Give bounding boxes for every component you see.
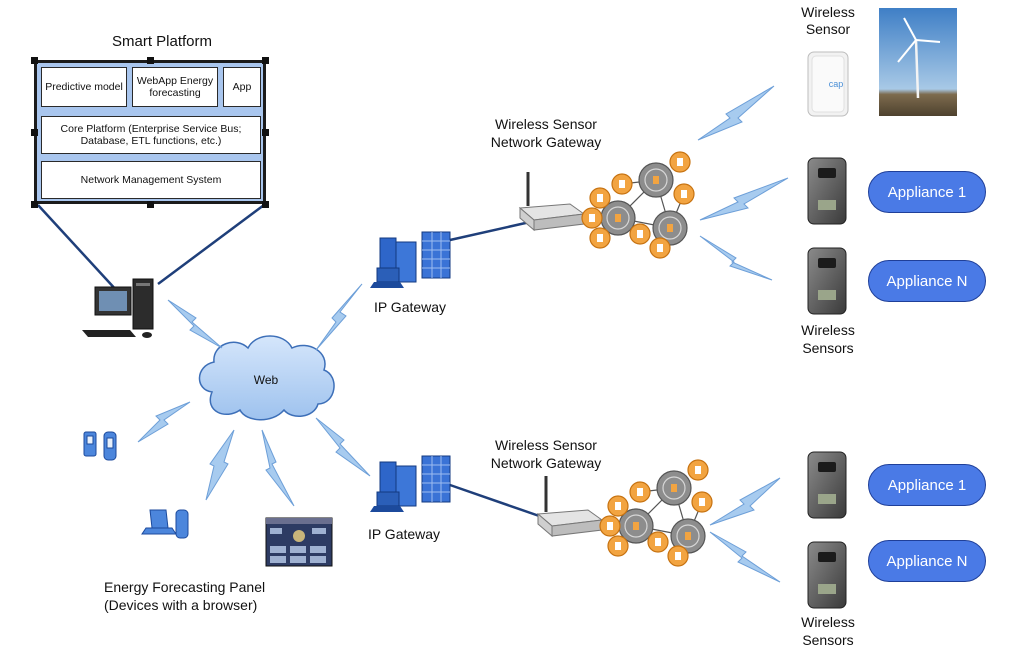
- mobile-phones-icon: [83, 431, 117, 461]
- bolt-cloud-panel: [261, 429, 295, 507]
- appliance-n-bottom: Appliance N: [868, 540, 986, 582]
- smart-plug-bottom-1: [807, 451, 847, 519]
- ip-gateway-top-icon: [370, 231, 451, 288]
- bolt-bottom-appN: [709, 531, 781, 583]
- smart-platform-box: Predictive model WebApp Energy forecasti…: [34, 60, 266, 204]
- appliance-1-top: Appliance 1: [868, 171, 986, 213]
- energy-panel-label-1: Energy Forecasting Panel: [104, 579, 266, 595]
- bolt-top-app1: [699, 177, 789, 221]
- wsn-gateway-bottom-label-2: Network Gateway: [490, 455, 602, 471]
- smart-plug-bottom-n: [807, 541, 847, 609]
- sensor-mesh-top: [581, 151, 695, 259]
- bolt-cloud-laptop: [205, 429, 235, 501]
- selection-handle: [147, 201, 154, 208]
- app-box: App: [223, 67, 261, 107]
- wireless-sensor-label-1: Wireless: [801, 4, 855, 20]
- web-cloud: [198, 335, 335, 421]
- bolt-top-windsensor: [697, 85, 775, 141]
- wireless-links: [137, 85, 789, 583]
- network-management-box: Network Management System: [41, 161, 261, 199]
- smart-plug-icons: [807, 157, 847, 609]
- sensor-mesh-bottom: [599, 459, 713, 567]
- wsn-router-top-icon: [518, 172, 586, 232]
- core-platform-box: Core Platform (Enterprise Service Bus; D…: [41, 116, 261, 154]
- selection-handle: [262, 201, 269, 208]
- appliance-n-top: Appliance N: [868, 260, 986, 302]
- wsn-gateway-top-label-2: Network Gateway: [490, 134, 602, 150]
- smart-plug-top-1: [807, 157, 847, 225]
- bolt-pc-cloud: [167, 299, 223, 349]
- bolt-cloud-ipgw-bottom: [315, 417, 371, 477]
- wireless-sensors-bottom-label-2: Sensors: [802, 632, 854, 648]
- smart-platform-title: Smart Platform: [111, 33, 213, 50]
- predictive-model-box: Predictive model: [41, 67, 127, 107]
- selection-handle: [147, 57, 154, 64]
- gateway-link-bottom: [449, 483, 546, 520]
- wsn-gateway-top-label-1: Wireless Sensor: [495, 116, 597, 132]
- wireless-sensors-top-label-1: Wireless: [801, 322, 855, 338]
- wireless-sensors-bottom-label-1: Wireless: [801, 614, 855, 630]
- wsn-gateway-bottom-label-1: Wireless Sensor: [495, 437, 597, 453]
- ip-gateway-top-label: IP Gateway: [373, 299, 447, 315]
- selection-handle: [31, 57, 38, 64]
- bolt-cloud-ipgw-top: [315, 283, 363, 351]
- platform-link-right: [157, 203, 265, 286]
- bolt-top-appN: [699, 235, 773, 281]
- platform-link-left: [37, 204, 119, 293]
- laptop-icon: [141, 509, 189, 539]
- energy-panel-screen-icon: [265, 517, 333, 567]
- wireless-sensors-top-label-2: Sensors: [802, 340, 854, 356]
- appliance-1-bottom: Appliance 1: [868, 464, 986, 506]
- selection-handle: [31, 129, 38, 136]
- wireless-sensor-device-icon: [807, 51, 849, 117]
- wireless-sensor-label-2: Sensor: [805, 21, 851, 37]
- gateway-link-top: [449, 220, 531, 242]
- bolt-bottom-app1: [709, 477, 781, 526]
- webapp-box: WebApp Energy forecasting: [132, 67, 218, 107]
- bolt-cloud-phones: [137, 401, 191, 443]
- sensor-logo: cap: [828, 79, 844, 89]
- web-label: Web: [253, 373, 279, 387]
- energy-panel-label-2: (Devices with a browser): [104, 597, 258, 613]
- wsn-router-bottom-icon: [536, 476, 604, 538]
- selection-handle: [31, 201, 38, 208]
- ip-gateway-bottom-icon: [370, 455, 451, 512]
- wind-turbine-image: [879, 8, 957, 116]
- selection-handle: [262, 57, 269, 64]
- smart-plug-top-n: [807, 247, 847, 315]
- ip-gateway-bottom-label: IP Gateway: [367, 526, 441, 542]
- selection-handle: [262, 129, 269, 136]
- desktop-computer-icon: [82, 278, 154, 338]
